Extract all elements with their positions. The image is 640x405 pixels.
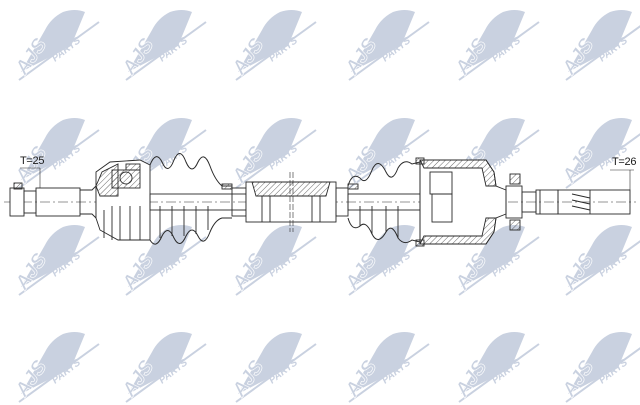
outer-boot: [149, 153, 232, 187]
left-spline-tooth-count: T=25: [20, 155, 45, 167]
right-spline: [557, 189, 631, 215]
left-nut: [9, 187, 25, 217]
inner-boot: [347, 161, 421, 187]
left-spline: [35, 187, 81, 217]
right-spline-tooth-count: T=26: [612, 156, 637, 168]
